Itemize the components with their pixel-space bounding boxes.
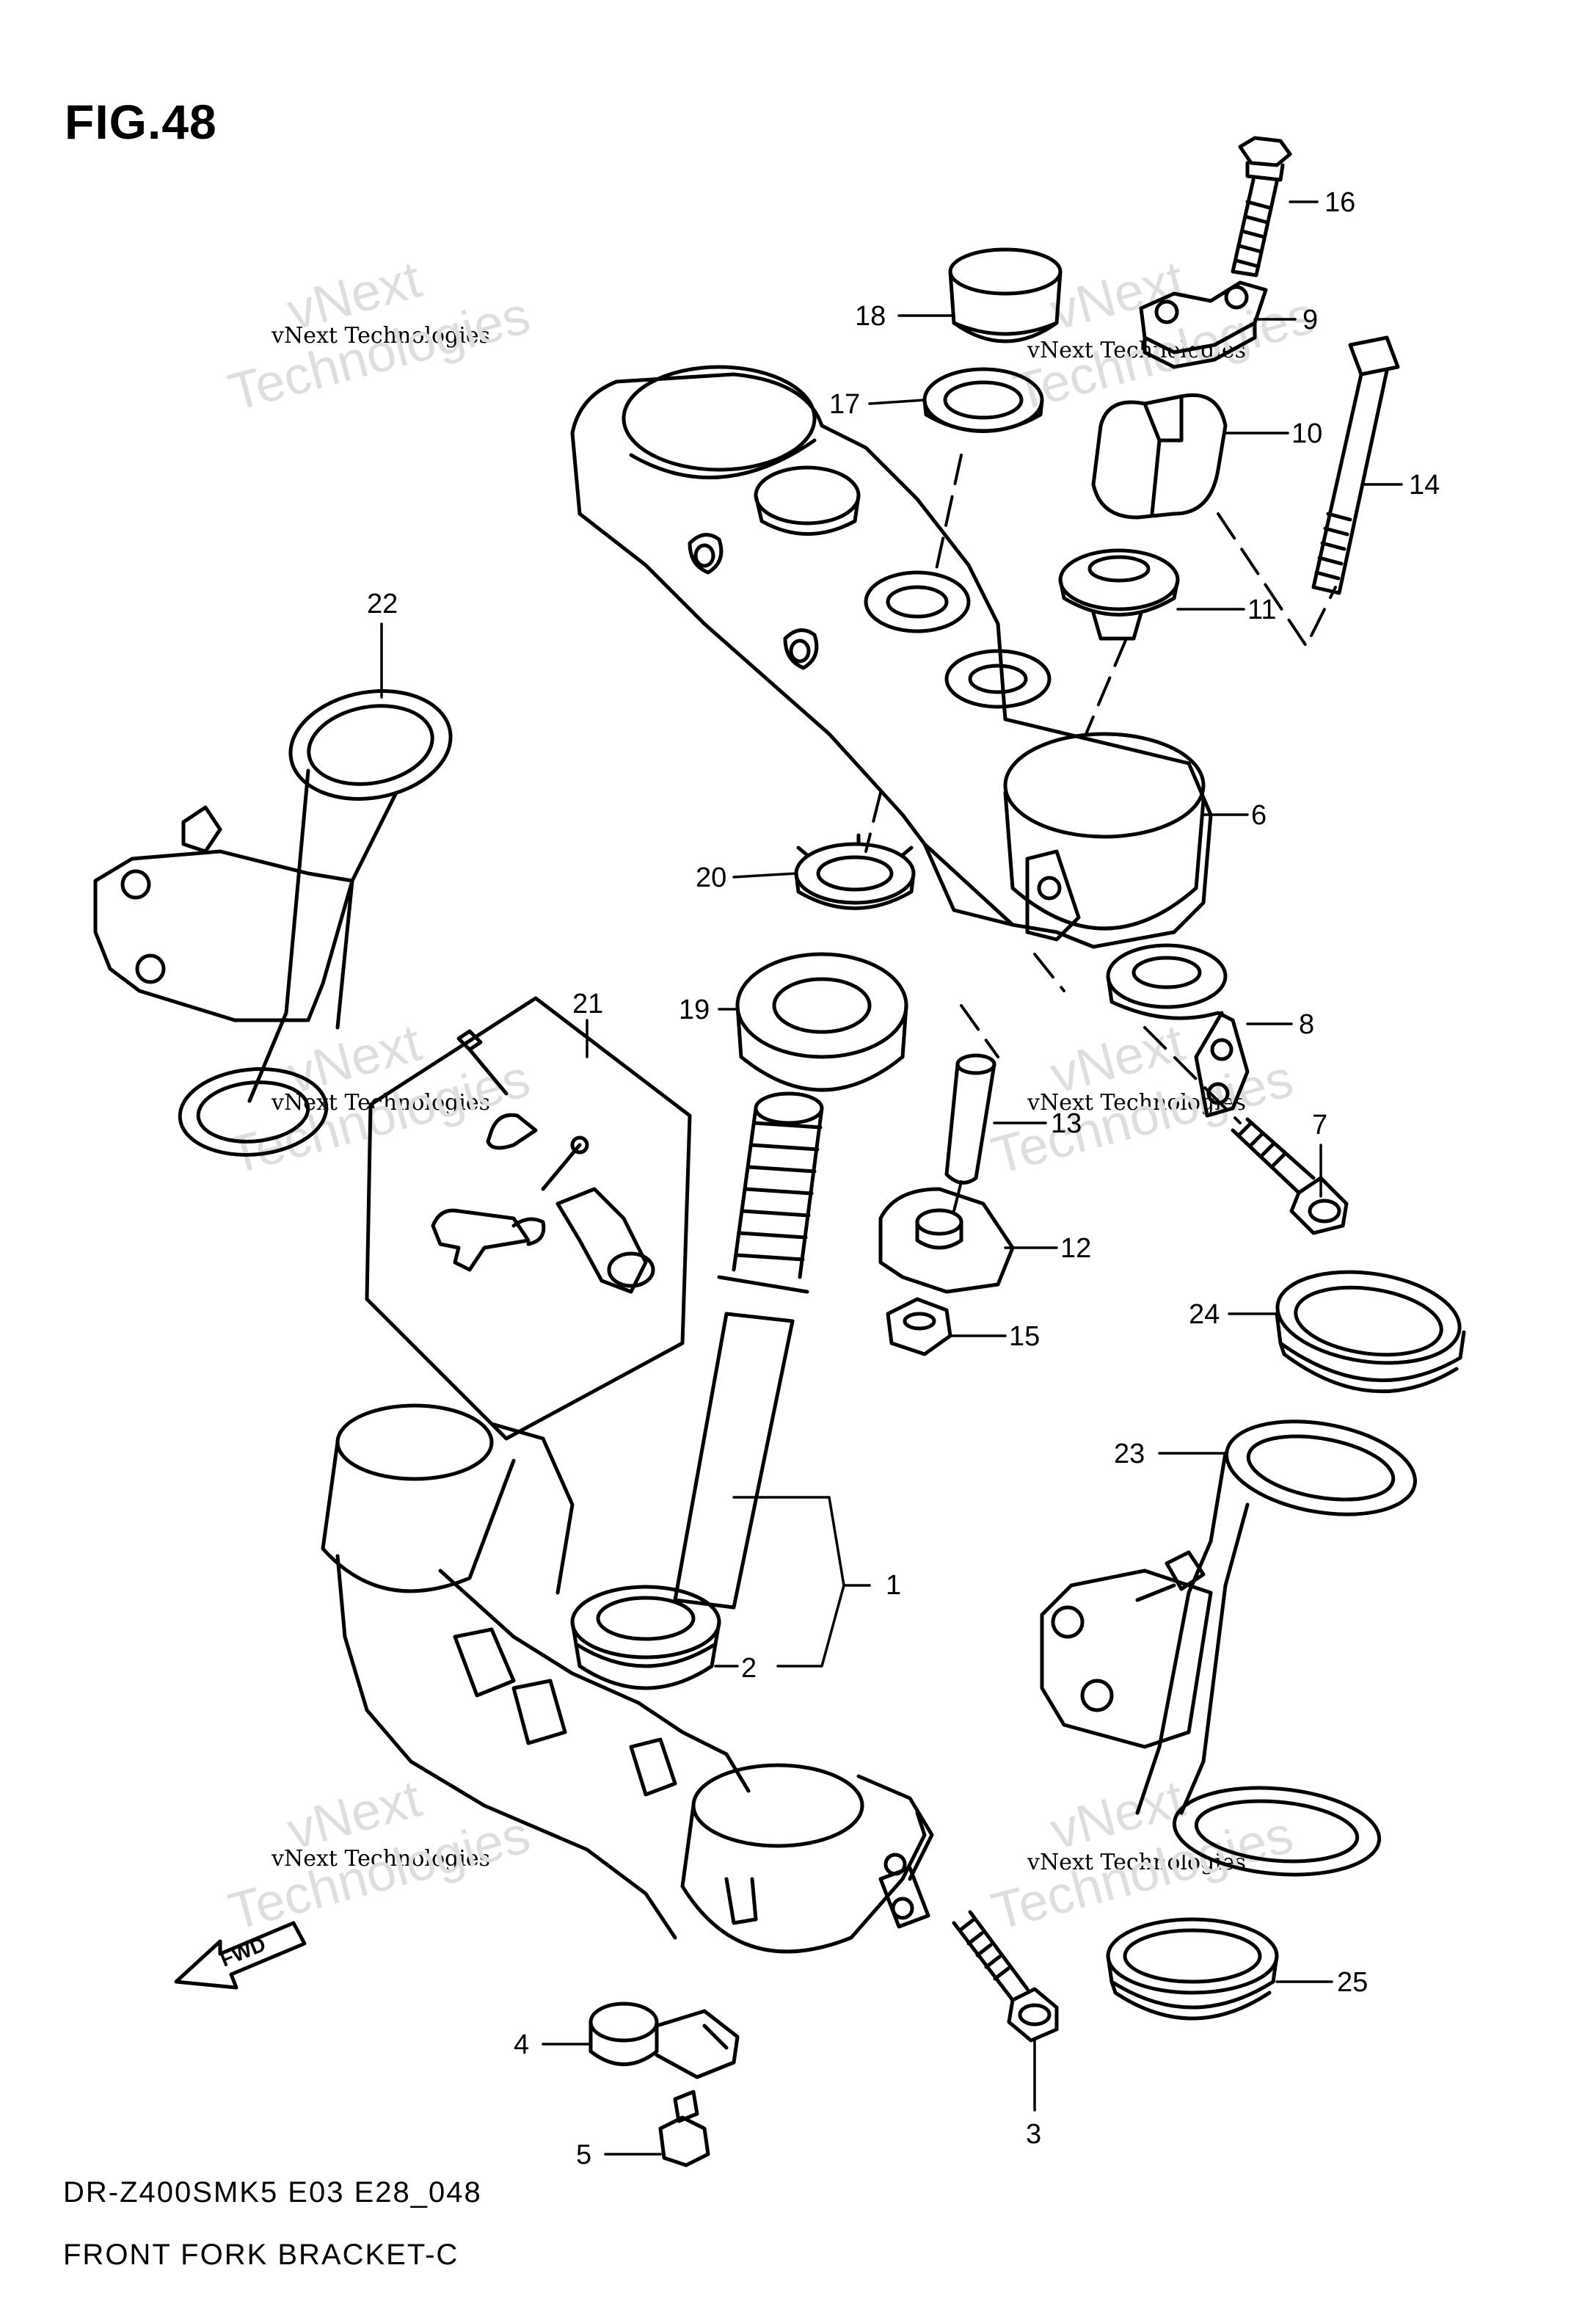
callout-12: 12 <box>1060 1233 1091 1264</box>
callout-6: 6 <box>1251 800 1267 831</box>
part-2-seal <box>570 1585 721 1690</box>
part-10-clamp-block <box>1091 393 1228 520</box>
part-19-bearing <box>735 952 908 1092</box>
part-11-grommet <box>1058 548 1180 641</box>
callout-11: 11 <box>1247 595 1276 625</box>
callout-16: 16 <box>1324 187 1355 218</box>
part-12-block <box>878 1187 1015 1294</box>
part-21-lock-set <box>365 996 692 1441</box>
part-5-screw <box>658 2090 710 2167</box>
callout-8: 8 <box>1299 1009 1314 1040</box>
callout-23: 23 <box>1114 1439 1145 1469</box>
callout-leader-lines <box>380 200 1403 2156</box>
lower-bracket <box>321 1403 934 1954</box>
part-20-nut <box>794 833 916 910</box>
callout-14: 14 <box>1409 470 1440 501</box>
callout-21: 21 <box>572 989 603 1019</box>
callout-22: 22 <box>367 589 398 619</box>
figure-label: FIG.48 <box>65 95 217 149</box>
callout-10: 10 <box>1291 418 1322 449</box>
part-15-nut <box>886 1297 952 1356</box>
part-4-clamp <box>589 2002 740 2079</box>
callout-numbers: 1 2 3 4 5 6 7 8 9 10 11 12 13 14 15 16 1… <box>367 187 1440 2170</box>
part-1-steering-stem <box>673 1091 824 1610</box>
callout-3: 3 <box>1026 2119 1041 2150</box>
callout-5: 5 <box>576 2140 591 2170</box>
callout-1: 1 <box>886 1570 901 1601</box>
part-6-upper-bracket <box>570 365 1213 949</box>
part-8-bracket <box>1106 943 1250 1118</box>
callout-13: 13 <box>1051 1108 1082 1139</box>
callout-20: 20 <box>696 862 726 893</box>
part-24-ring <box>1275 1270 1466 1394</box>
part-13-pin <box>944 1053 996 1185</box>
callout-4: 4 <box>514 2029 529 2060</box>
assembly-dashed-lines <box>864 454 1337 1213</box>
part-25-ring <box>1106 1917 1279 2021</box>
part-16-bolt <box>1231 136 1292 277</box>
callout-7: 7 <box>1312 1110 1327 1141</box>
callout-18: 18 <box>855 301 886 332</box>
part-3-bolt <box>952 1910 1059 2043</box>
footer-diagram-name: FRONT FORK BRACKET-C <box>63 2239 459 2271</box>
part-22-bracket <box>93 689 453 1157</box>
callout-24: 24 <box>1189 1299 1220 1330</box>
callout-17: 17 <box>829 389 860 420</box>
part-23-bracket <box>1040 1419 1417 1877</box>
part-14-long-bolt <box>1311 335 1400 595</box>
footer-model-code: DR-Z400SMK5 E03 E28_048 <box>63 2176 482 2209</box>
callout-19: 19 <box>679 995 710 1025</box>
part-9-clamp <box>1139 280 1268 369</box>
part-18-cap <box>948 247 1063 343</box>
callout-25: 25 <box>1337 1967 1368 1998</box>
callout-15: 15 <box>1009 1321 1040 1352</box>
callout-2: 2 <box>741 1653 757 1684</box>
callout-9: 9 <box>1302 305 1318 335</box>
part-7-bolt <box>1231 1117 1349 1235</box>
